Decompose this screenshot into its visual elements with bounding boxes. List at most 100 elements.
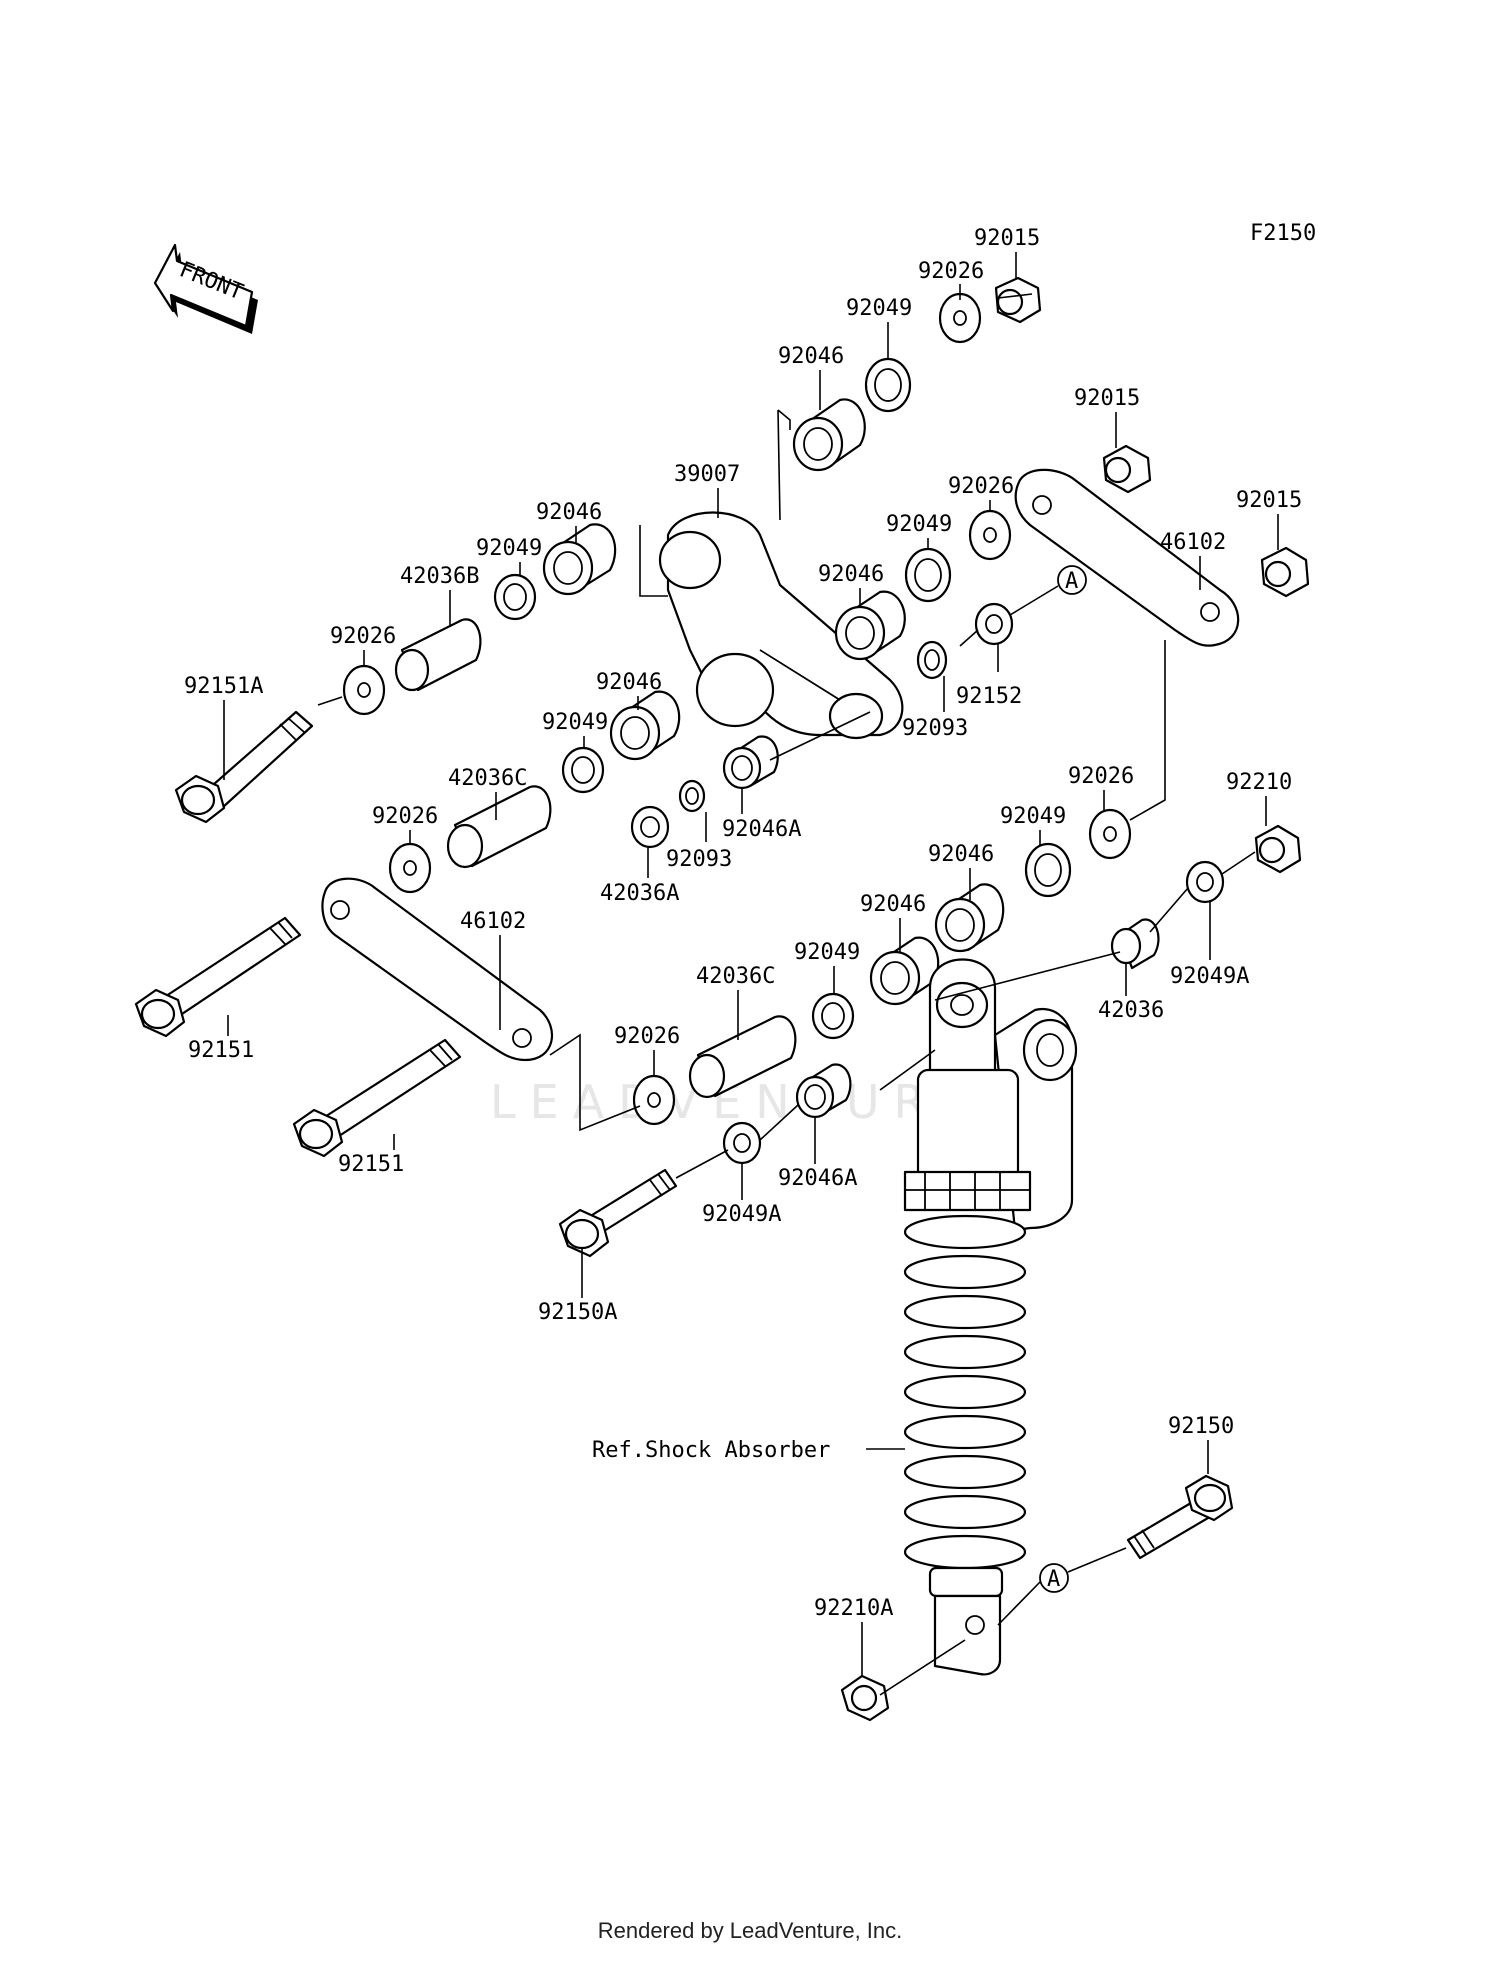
seal-92049-mid (904, 547, 952, 603)
seal-92049-left (493, 573, 537, 621)
bolt-92151-upper (134, 916, 302, 1038)
nut-92015-right (1260, 546, 1310, 598)
label-92093-upper: 92093 (902, 716, 968, 741)
label-leaders (223, 252, 1279, 1676)
label-92150: 92150 (1168, 1414, 1234, 1439)
nut-92210A (840, 1674, 890, 1722)
bearing-92046A-upper (722, 735, 779, 790)
label-46102-left: 46102 (460, 909, 526, 934)
link-plate-46102-right (1014, 468, 1240, 647)
label-92049-left: 92049 (476, 536, 542, 561)
label-92049-right-lower: 92049 (1000, 804, 1066, 829)
sleeve-42036B (394, 618, 482, 692)
label-92049-mid: 92049 (886, 512, 952, 537)
seal-92049-top (864, 357, 912, 413)
collar-92152 (974, 602, 1014, 646)
seal-92049-right-lower-b (811, 992, 855, 1040)
label-92026-second: 92026 (372, 804, 438, 829)
washer-92026-left-upper (342, 664, 386, 716)
bolt-92151-lower (292, 1038, 462, 1158)
label-39007: 39007 (674, 462, 740, 487)
label-92046-right-lower-a: 92046 (928, 842, 994, 867)
label-42036: 42036 (1098, 998, 1164, 1023)
sleeve-42036 (1110, 918, 1160, 970)
washer-92026-top (938, 292, 982, 344)
shock-clevis (928, 1566, 1004, 1676)
label-92015-right: 92015 (1236, 488, 1302, 513)
seal-92093-lower (678, 779, 706, 813)
label-92015-mid: 92015 (1074, 386, 1140, 411)
ref-shock-absorber-label: Ref.Shock Absorber (592, 1438, 830, 1463)
label-42036B: 42036B (400, 564, 479, 589)
svg-text:A: A (1065, 569, 1078, 594)
label-92152: 92152 (956, 684, 1022, 709)
bearing-92046-right-lower-b (869, 936, 940, 1006)
label-92046-mid: 92046 (818, 562, 884, 587)
bearing-92046-mid (834, 590, 906, 661)
bolt-92150 (1126, 1474, 1234, 1560)
label-92049-top: 92049 (846, 296, 912, 321)
seal-92049-second (561, 746, 605, 794)
seal-92049-right-lower (1024, 842, 1072, 898)
washer-92026-right-lower (1088, 808, 1132, 860)
bearing-92046-right-lower-a (934, 883, 1005, 953)
bearing-92046-second (609, 690, 681, 761)
washer-92026-bottom-left (632, 1074, 676, 1126)
label-42036C-upper: 42036C (448, 766, 527, 791)
washer-92026-mid (968, 509, 1012, 561)
label-92049A-right: 92049A (1170, 964, 1249, 989)
link-plate-46102-left (321, 877, 554, 1062)
label-92046-left: 92046 (536, 500, 602, 525)
label-92046-right-lower-b: 92046 (860, 892, 926, 917)
shock-absorber (903, 958, 1078, 1232)
sleeve-42036C-lower (688, 1015, 797, 1099)
nut-92210 (1254, 824, 1302, 874)
label-92026-mid: 92026 (948, 474, 1014, 499)
label-92046A-lower: 92046A (778, 1166, 857, 1191)
bolt-92150A (558, 1168, 678, 1258)
part-labels: 92015 92026 92049 92046 92015 92015 3900… (184, 226, 1302, 1621)
collar-42036A (630, 805, 670, 849)
label-92046-top: 92046 (778, 344, 844, 369)
label-92049A-lower: 92049A (702, 1202, 781, 1227)
label-92151A: 92151A (184, 674, 263, 699)
collar-92049A-lower (722, 1121, 762, 1165)
nut-92015-mid (1102, 444, 1152, 494)
label-92210: 92210 (1226, 770, 1292, 795)
label-92026-right-lower: 92026 (1068, 764, 1134, 789)
axis-lines (317, 293, 1256, 1696)
seal-92093-upper (916, 640, 948, 680)
label-46102-right: 46102 (1160, 530, 1226, 555)
label-92026-top: 92026 (918, 259, 984, 284)
front-arrow-icon: FRONT (153, 243, 258, 334)
label-92151-upper: 92151 (188, 1038, 254, 1063)
callout-a-upper: A (1057, 565, 1087, 595)
label-92151-lower: 92151 (338, 1152, 404, 1177)
collar-92049A-right (1185, 860, 1225, 904)
label-92210A: 92210A (814, 1596, 893, 1621)
label-92093-lower: 92093 (666, 847, 732, 872)
callout-a-lower: A (1039, 1563, 1069, 1593)
label-42036A: 42036A (600, 881, 679, 906)
bolt-92151A (174, 710, 314, 824)
svg-text:A: A (1047, 1567, 1060, 1592)
rocker-arm (658, 511, 904, 740)
washer-92026-second (388, 842, 432, 894)
bearing-92046-top (792, 398, 866, 472)
label-42036C-lower: 42036C (696, 964, 775, 989)
label-92046-second: 92046 (596, 670, 662, 695)
label-92026-left-upper: 92026 (330, 624, 396, 649)
label-92046A-upper: 92046A (722, 817, 801, 842)
footer-credit: Rendered by LeadVenture, Inc. (597, 1918, 903, 1943)
bearing-92046-left (542, 523, 617, 596)
label-92049-second: 92049 (542, 710, 608, 735)
label-92026-bottom-left: 92026 (614, 1024, 680, 1049)
bearing-92046A-lower (795, 1063, 852, 1119)
shock-spring (903, 1214, 1027, 1570)
figure-code: F2150 (1250, 221, 1316, 246)
label-92015-top: 92015 (974, 226, 1040, 251)
label-92049-right-lower-b: 92049 (794, 940, 860, 965)
sleeve-42036C-upper (446, 785, 552, 869)
label-92150A: 92150A (538, 1300, 617, 1325)
